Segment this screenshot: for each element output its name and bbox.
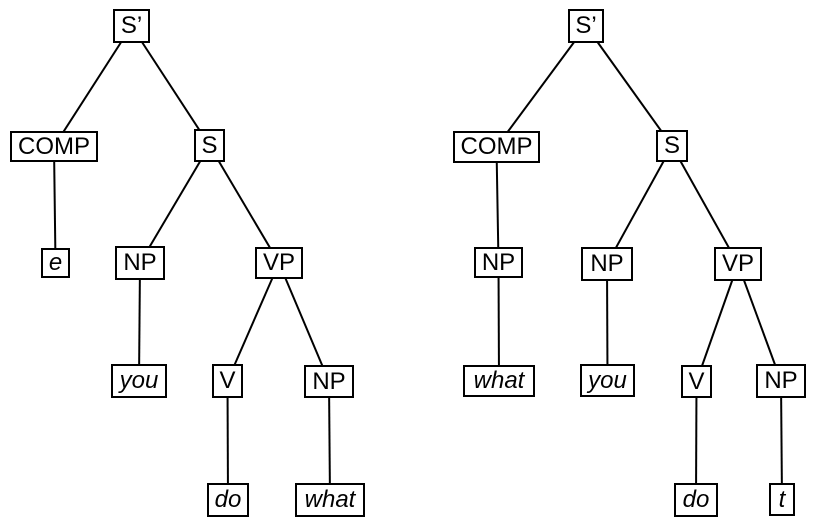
- tree-edge-vp-v: [695, 263, 739, 382]
- tree-node-np-subj: NP: [581, 247, 633, 281]
- tree-edge-vp-np-obj: [278, 262, 330, 382]
- tree-node-you: you: [111, 364, 167, 398]
- tree-node-np-obj: NP: [756, 364, 806, 398]
- tree-node-what: what: [463, 365, 535, 397]
- tree-node-np-obj: NP: [304, 365, 354, 398]
- tree-node-what: what: [295, 483, 365, 517]
- tree-edge-vp-v: [226, 262, 280, 382]
- tree-node-you: you: [580, 364, 635, 397]
- tree-edge-s-vp: [671, 145, 739, 265]
- tree-edge-s-np-subj: [139, 144, 211, 264]
- tree-node-e: e: [41, 248, 70, 278]
- tree-edge-comp-e: [53, 146, 57, 264]
- tree-node-vp: VP: [255, 247, 303, 279]
- tree-edge-np-obj-what: [328, 381, 331, 501]
- tree-node-s-bar: S’: [113, 9, 150, 43]
- tree-edge-np-comp-what: [497, 262, 500, 382]
- tree-node-np-comp: NP: [474, 247, 523, 278]
- tree-node-v: V: [212, 364, 243, 398]
- tree-edge-s-bar-s: [585, 25, 673, 147]
- tree-node-np-subj: NP: [115, 246, 165, 280]
- tree-node-t: t: [769, 483, 795, 516]
- tree-node-s-bar: S’: [568, 9, 604, 43]
- tree-node-vp: VP: [714, 247, 762, 281]
- tree-edge-s-bar-s: [130, 25, 211, 147]
- tree-edge-s-np-subj: [606, 145, 673, 265]
- tree-edge-v-do: [695, 381, 698, 501]
- tree-edge-comp-np-comp: [495, 146, 500, 263]
- tree-node-do: do: [674, 483, 718, 517]
- tree-edge-s-bar-comp: [53, 25, 133, 148]
- tree-node-s: S: [656, 130, 688, 162]
- tree-edge-np-obj-t: [780, 380, 783, 500]
- tree-node-comp: COMP: [10, 131, 98, 162]
- tree-node-do: do: [207, 483, 249, 517]
- tree-node-comp: COMP: [453, 131, 540, 163]
- tree-node-s: S: [194, 129, 225, 162]
- tree-edge-v-do: [226, 380, 229, 501]
- tree-edge-np-subj-you: [138, 262, 141, 382]
- tree-node-v: V: [681, 365, 712, 398]
- tree-edge-s-bar-comp: [495, 25, 587, 148]
- tree-edge-vp-np-obj: [737, 263, 782, 382]
- tree-edge-np-subj-you: [606, 263, 609, 381]
- tree-edge-s-vp: [208, 144, 280, 264]
